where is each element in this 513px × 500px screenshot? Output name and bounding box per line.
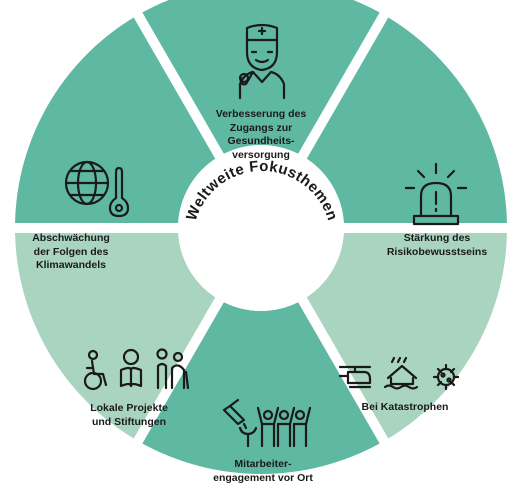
segment-label-employee: Mitarbeiter- engagement vor Ort <box>213 458 313 484</box>
segment-label-disaster: Bei Katastrophen <box>361 401 449 413</box>
segment-label-risk: Stärkung des Risikobewusstseins <box>386 232 488 258</box>
segment-health <box>142 0 380 154</box>
people-raising-hands-icon <box>256 406 312 448</box>
segment-disaster <box>306 233 507 439</box>
segment-label-health: Verbesserung des Zugangs zur Gesundheits… <box>215 108 307 161</box>
doctor-icon <box>238 23 286 100</box>
reading-child-icon <box>119 348 143 388</box>
center-circle <box>178 145 344 311</box>
flooded-house-icon <box>383 356 419 390</box>
segment-label-climate: Abschwächung der Folgen des Klimawandels <box>32 232 110 271</box>
segment-climate <box>15 17 216 223</box>
segment-risk <box>306 17 507 223</box>
wheelchair-user-icon <box>83 349 108 391</box>
alarm-light-icon <box>404 162 468 226</box>
segment-employee <box>142 302 380 474</box>
segment-label-local: Lokale Projekte und Stiftungen <box>90 402 168 428</box>
helicopter-icon <box>338 365 372 389</box>
watering-can-icon <box>222 398 258 448</box>
elderly-people-icon <box>156 348 190 390</box>
segment-local <box>15 233 216 439</box>
virus-icon <box>432 363 460 391</box>
globe-thermometer-icon <box>64 160 130 218</box>
wheel-segments <box>15 0 507 474</box>
